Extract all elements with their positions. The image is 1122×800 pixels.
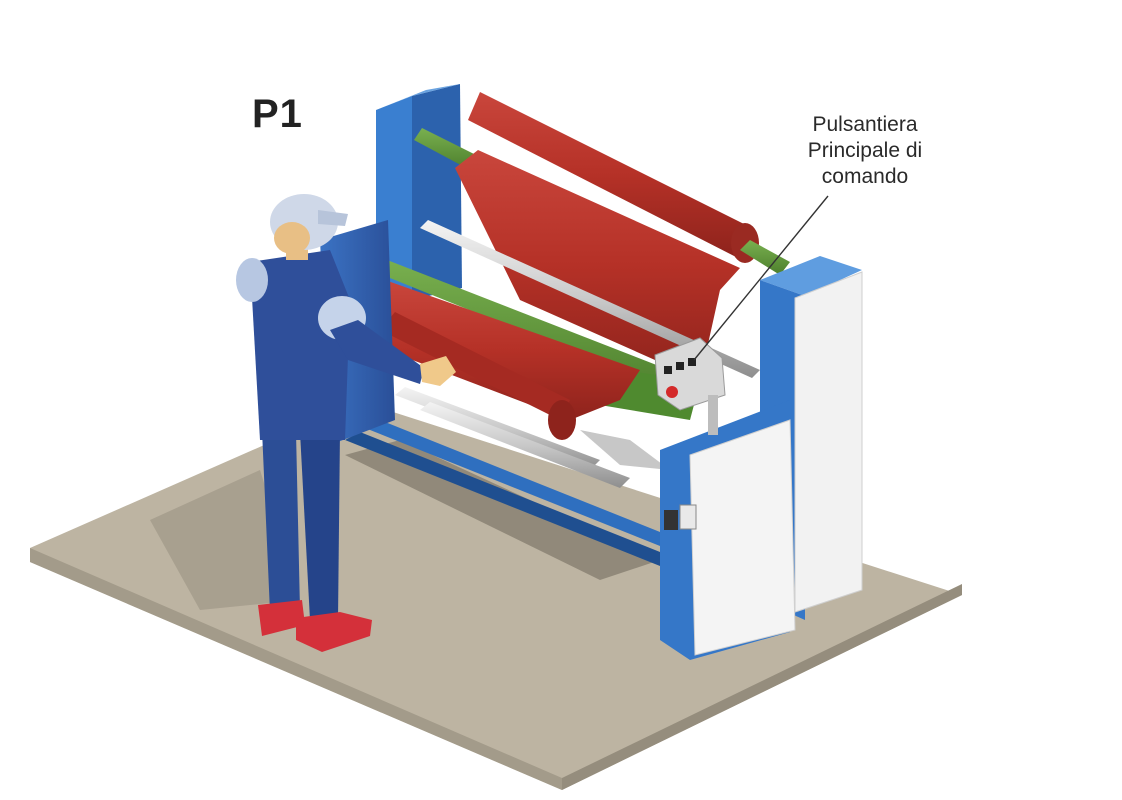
worker-arm [330, 320, 424, 384]
lower-chrome-roller-2 [420, 402, 630, 488]
upper-chrome-bar [420, 220, 760, 378]
worker-leg-left [262, 430, 300, 612]
red-fabric-sheet [455, 150, 740, 380]
ce-plate [679, 504, 697, 530]
back-green-roll-1 [414, 128, 478, 170]
worker-shoe-left [258, 600, 305, 636]
front-red-roll-end [548, 400, 576, 440]
worker-face [274, 222, 310, 254]
worker [236, 194, 456, 652]
worker-leg-right [300, 430, 340, 620]
floor-edge-right [562, 584, 962, 790]
callout-line-1: Pulsantiera [812, 113, 918, 136]
worker-shoe-right [296, 612, 372, 652]
front-red-roll [380, 312, 570, 420]
worker-shadow [150, 470, 300, 610]
front-red-fabric [360, 280, 640, 420]
right-cabinet [794, 271, 863, 613]
ce-label [664, 510, 678, 530]
control-stop-button [666, 386, 678, 398]
floor-shadow [345, 440, 660, 580]
control-button-2 [676, 362, 684, 370]
back-left-upright-side [412, 84, 462, 300]
control-button-3 [688, 358, 696, 366]
control-post [708, 395, 718, 435]
main-cabinet-white [689, 419, 796, 656]
worker-torso [250, 250, 350, 440]
lower-chrome-plate [580, 430, 670, 470]
callout-label: Pulsantiera Principale di comando [780, 112, 950, 190]
floor [30, 402, 962, 790]
control-button-1 [664, 366, 672, 374]
floor-edge-front [30, 548, 562, 790]
worker-shoulder-left [236, 258, 268, 302]
worker-hand [420, 356, 456, 386]
callout-leader [693, 195, 829, 361]
page-title: P1 [252, 92, 303, 136]
lower-crossbar [345, 412, 680, 548]
callout-line-2: Principale di [807, 139, 923, 162]
right-upright-top [760, 256, 862, 296]
callout-line-3: comando [821, 165, 909, 188]
lower-crossbar-dark [345, 432, 680, 568]
back-green-roll-2 [740, 240, 790, 275]
worker-helmet-visor [318, 210, 348, 226]
top-back-red-roll [468, 92, 752, 258]
